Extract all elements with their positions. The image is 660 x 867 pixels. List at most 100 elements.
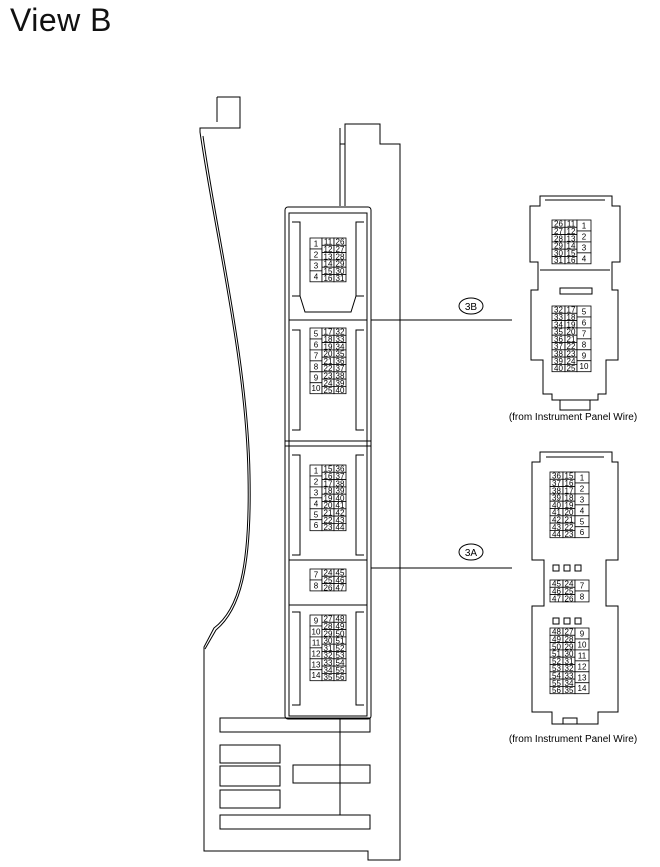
jb-3A-lower-right-pin: 50: [336, 629, 345, 638]
wc-3A-upper-mid-pin: 22: [565, 523, 574, 532]
wc-3A-lower-left-pin: 53: [552, 664, 561, 673]
wc-3A-upper-right-pin: 4: [580, 506, 585, 515]
wc-3B-lower-left-pin: 34: [554, 320, 563, 329]
jb-3A-upper-mid-pin: 19: [324, 494, 333, 503]
wc-3B-lower-left-pin: 32: [554, 306, 563, 315]
wc-3A-upper-mid-pin: 18: [565, 494, 574, 503]
jb-3A-lower-right-pin: 51: [336, 637, 345, 646]
jb-3A-upper-mid-pin: 21: [324, 508, 333, 517]
wc-3A-upper-mid-pin: 20: [565, 508, 574, 517]
wc-3A-lower-right-pin: 14: [578, 684, 587, 693]
wc-3B-upper-mid-pin: 12: [567, 227, 576, 236]
jb-3A-lower-left-pin: 13: [312, 660, 321, 669]
jb-3A-lower-mid-pin: 35: [324, 673, 333, 682]
jb-3B-lower-mid-pin: 20: [324, 350, 333, 359]
wc-3B-lower-left-pin: 37: [554, 342, 563, 351]
jb-3A-lower-right-pin: 48: [336, 615, 345, 624]
jb-3B-lower-left-pin: 7: [314, 351, 319, 360]
wc-3B-upper-left-pin: 29: [554, 242, 563, 251]
jb-3A-upper-left-pin: 5: [314, 510, 319, 519]
jb-3A-lower-mid-pin: 32: [324, 651, 333, 660]
jb-3A-lower-mid-pin: 34: [324, 666, 333, 675]
jb-3A-upper-right-pin: 41: [336, 501, 345, 510]
jb-3A-upper-right-pin: 36: [336, 465, 345, 474]
jb-3B-upper-mid-pin: 14: [324, 260, 333, 269]
jb-3A-lower-mid-pin: 27: [324, 615, 333, 624]
jb-3B-upper-right-pin: 28: [336, 252, 345, 261]
wc-3A-upper-left-pin: 43: [552, 523, 561, 532]
jb-3A-upper-right-pin: 37: [336, 472, 345, 481]
jb-3A-upper-mid-pin: 23: [324, 523, 333, 532]
wc-3A-middle-left-pin: 47: [552, 594, 561, 603]
leader-lines: [371, 319, 512, 569]
wc-3A-lower-mid-pin: 29: [565, 642, 574, 651]
wc-3A-middle-right-pin: 8: [580, 592, 585, 601]
wc-3B-lower-left-pin: 36: [554, 335, 563, 344]
jb-3A-upper-right-pin: 39: [336, 487, 345, 496]
jb-3B-lower-right-pin: 40: [336, 386, 345, 395]
jb-3B-lower-right-pin: 37: [336, 364, 345, 373]
jb-3B-lower-right-pin: 32: [336, 328, 345, 337]
jb-3B-upper-right-cell: [333, 274, 347, 283]
jb-3A-middle-left-pin: 8: [314, 581, 319, 590]
wc-3A-lower-mid-pin: 35: [565, 686, 574, 695]
jb-3A-lower-mid-pin: 28: [324, 622, 333, 631]
wc-3B-lower-right-pin: 10: [580, 362, 589, 371]
jb-3A-lower-right-pin: 52: [336, 644, 345, 653]
jb-3A-upper-mid-pin: 16: [324, 472, 333, 481]
wc-3A-lower-left-pin: 48: [552, 628, 561, 637]
jb-3A-lower-mid-pin: 31: [324, 644, 333, 653]
wc-3A-upper-left-pin: 40: [552, 501, 561, 510]
jb-3A-lower-left-pin: 10: [312, 627, 321, 636]
wc-3B-lower-right-pin: 7: [582, 329, 587, 338]
jb-3B-lower-left-pin: 6: [314, 340, 319, 349]
jb-3B-lower-mid-pin: 25: [324, 386, 333, 395]
wc-3A-middle-mid-pin: 26: [565, 594, 574, 603]
jb-3A-lower-right-pin: 53: [336, 651, 345, 660]
callout-3B: 3B: [458, 297, 484, 315]
wc-3A-lower-left-pin: 52: [552, 657, 561, 666]
wc-3B-lower-left-pin: 40: [554, 364, 563, 373]
jb-3A-lower-left-pin: 12: [312, 649, 321, 658]
jb-3A-upper-right-pin: 42: [336, 508, 345, 517]
wc-3B-lower-right-pin: 8: [582, 340, 587, 349]
wc-3B-upper-mid-pin: 14: [567, 242, 576, 251]
wc-3A-upper: 3637383940414243441516171819202122231234…: [549, 471, 590, 539]
jb-3B-lower-left-pin: 5: [314, 329, 319, 338]
jb-3A-upper-left-pin: 3: [314, 488, 319, 497]
jb-3A-lower-left-pin: 9: [314, 616, 319, 625]
wc-3B-upper-left-pin: 26: [554, 220, 563, 229]
jb-3A-lower-right-pin: 55: [336, 666, 345, 675]
jb-3A-upper-mid-pin: 15: [324, 465, 333, 474]
wc-3A-lower-left-pin: 49: [552, 635, 561, 644]
jb-3A-middle-right-pin: 46: [336, 576, 345, 585]
wc-3B-upper-right-pin: 1: [582, 221, 587, 230]
jb-3B-upper-mid-pin: 11: [324, 238, 333, 247]
jb-3A-upper-right-cell: [333, 523, 347, 532]
wc-3B-lower-left-pin: 38: [554, 349, 563, 358]
wc-3A-middle-mid-pin: 24: [565, 580, 574, 589]
wc-3A-lower-mid-pin: 31: [565, 657, 574, 666]
wc-3A-middle-mid-pin: 25: [565, 587, 574, 596]
jb-3B-upper-left-pin: 4: [314, 272, 319, 281]
caption-upper: (from Instrument Panel Wire): [509, 412, 637, 423]
wc-3A-lower: 4849505152535455562728293031323334359101…: [549, 627, 590, 695]
wc-3A-upper-right-pin: 3: [580, 495, 585, 504]
jb-3B-lower-right-pin: 34: [336, 342, 345, 351]
jb-3A-upper-mid-pin: 20: [324, 501, 333, 510]
jb-3B-upper-mid-pin: 13: [324, 252, 333, 261]
jb-3A-upper-right-pin: 44: [336, 523, 345, 532]
jb-3A-upper-left-pin: 1: [314, 466, 319, 475]
wc-3B-lower-right-pin: 9: [582, 351, 587, 360]
wc-3B-upper-right-pin: 4: [582, 254, 587, 263]
wc-3B-upper-mid-pin: 16: [567, 256, 576, 265]
jb-3B-upper-right-pin: 30: [336, 267, 345, 276]
jb-3A-lower-right-pin: 56: [336, 673, 345, 682]
jb-3A-lower-right-pin: 49: [336, 622, 345, 631]
wc-3A-upper-right-pin: 5: [580, 517, 585, 526]
wc-3A-lower-mid-pin: 30: [565, 650, 574, 659]
wc-3B-lower-mid-pin: 19: [567, 320, 576, 329]
wc-3B-lower-mid-pin: 22: [567, 342, 576, 351]
